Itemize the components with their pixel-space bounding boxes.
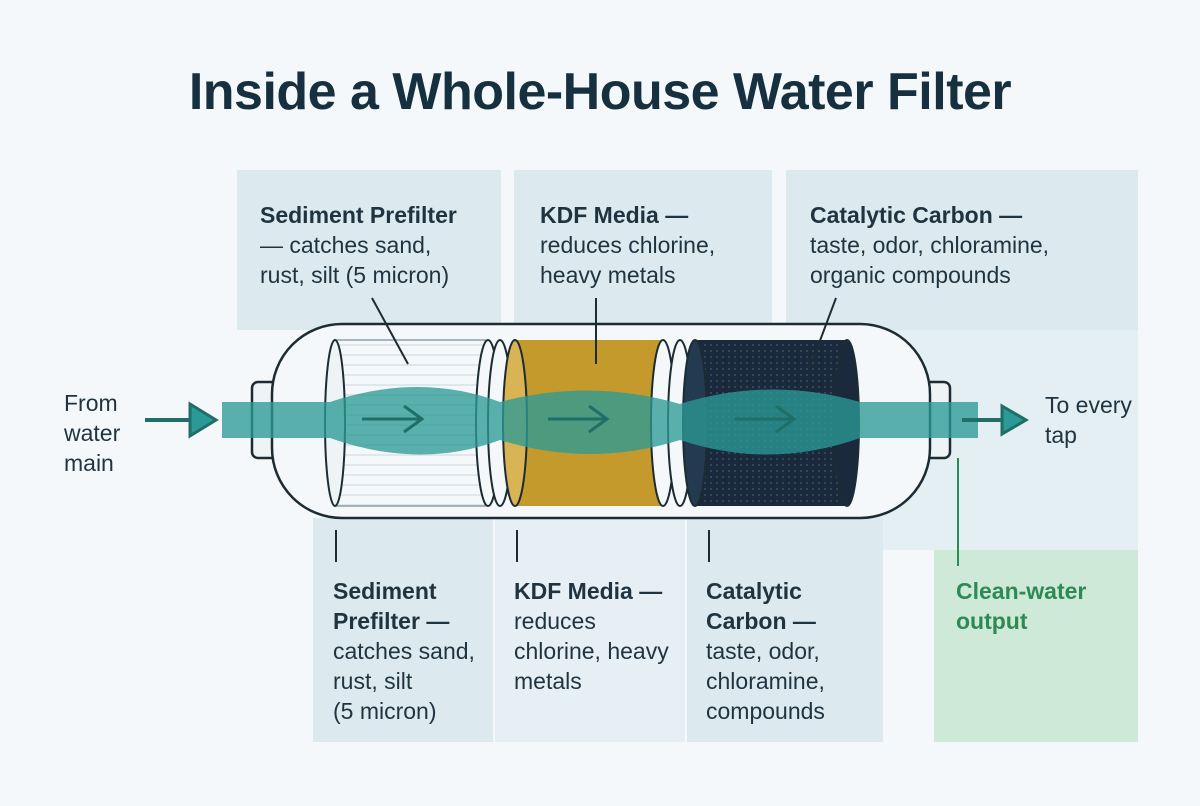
top-label-kdf: KDF Media — reduces chlorine, heavy meta… <box>540 202 716 288</box>
inlet-arrow <box>145 401 219 439</box>
panel-carbon-bottom <box>687 518 883 742</box>
flow-arrow-kdf <box>548 404 610 434</box>
panel-kdf-top <box>514 170 772 330</box>
water-flow <box>222 387 978 455</box>
panel-sediment-bottom <box>313 518 493 742</box>
bottom-label-sediment: Sediment Prefilter — catches sand, rust,… <box>333 578 475 724</box>
flow-arrow-sediment <box>362 404 425 434</box>
panel-kdf-bottom <box>495 518 685 742</box>
panel-carbon-top <box>786 170 1138 330</box>
leader-sediment-top <box>371 297 409 365</box>
inlet-label: From water main <box>64 390 121 476</box>
bottom-label-carbon: Catalytic Carbon — taste, odor, chlorami… <box>706 578 825 724</box>
top-label-carbon: Catalytic Carbon — taste, odor, chlorami… <box>810 202 1050 288</box>
panel-output <box>934 550 1138 742</box>
leader-carbon-top <box>811 297 837 363</box>
panel-sediment-top <box>237 170 501 330</box>
outlet-label: To every tap <box>1045 392 1132 448</box>
flow-arrow-carbon <box>735 404 797 434</box>
top-label-sediment: Sediment Prefilter — catches sand, rust,… <box>260 202 457 288</box>
output-label: Clean-water output <box>956 578 1087 634</box>
page-title: Inside a Whole-House Water Filter <box>188 63 1012 121</box>
outlet-arrow <box>962 403 1029 437</box>
bottom-label-kdf: KDF Media — reduces chlorine, heavy meta… <box>514 578 669 694</box>
